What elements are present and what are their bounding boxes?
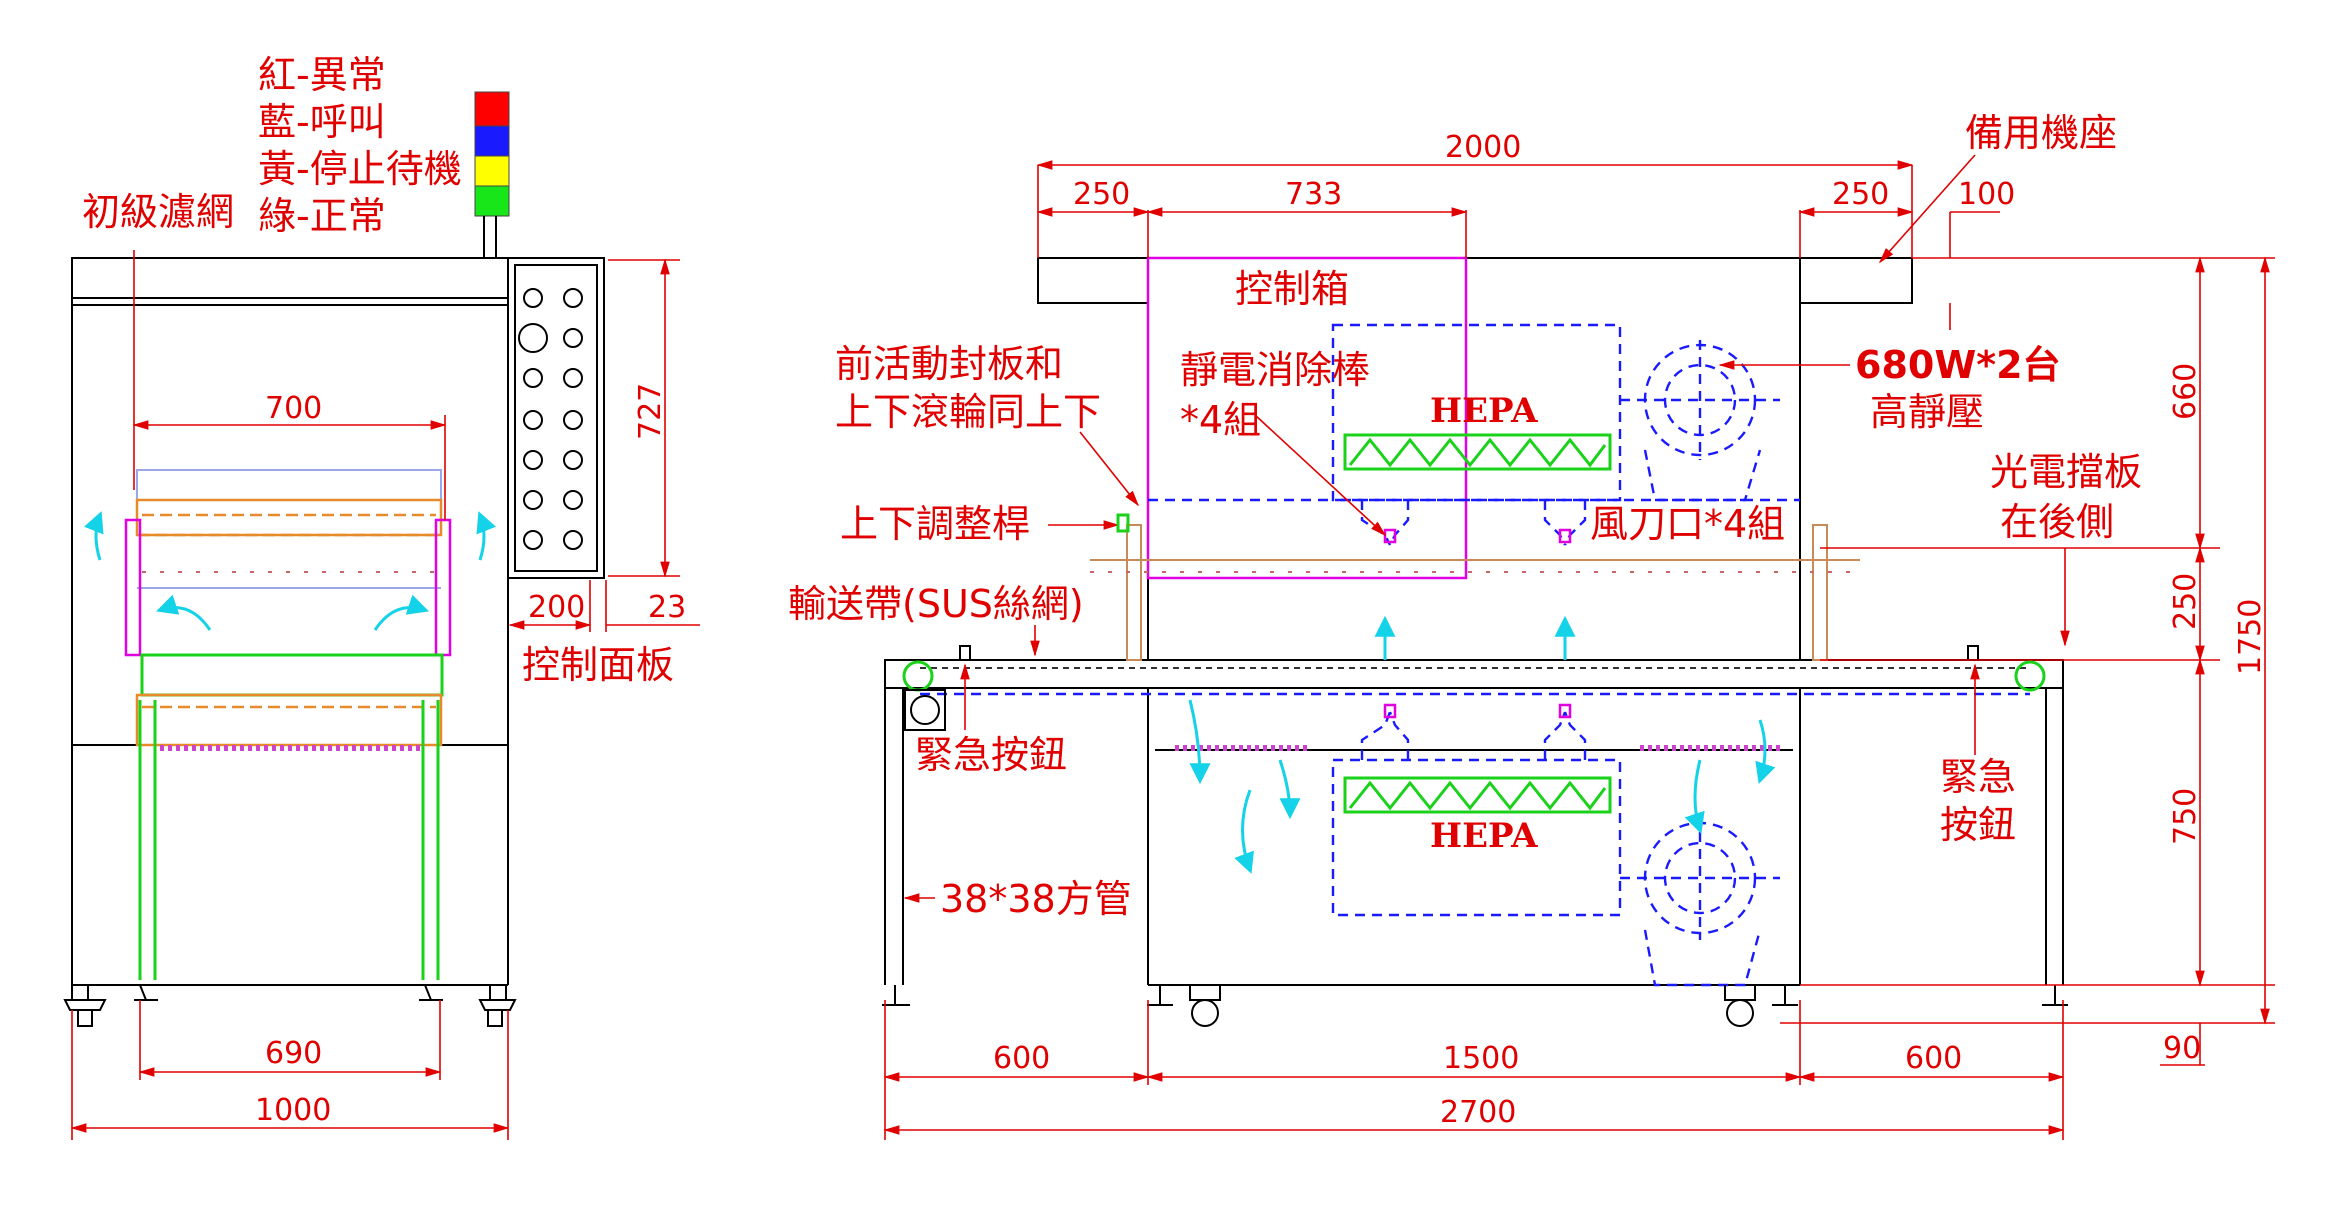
fan-label-1: 680W*2台 <box>1855 343 2061 387</box>
legend-red-label: 紅-異常 <box>258 53 386 97</box>
panel-button-icon <box>523 368 543 388</box>
side-internals <box>84 250 496 980</box>
control-panel-label: 控制面板 <box>522 643 674 687</box>
lamp-yellow <box>474 155 510 187</box>
dim-600-left: 600 <box>993 1041 1050 1076</box>
panel-button-icon <box>563 490 583 510</box>
dim-690: 690 <box>265 1036 322 1071</box>
adjust-rod-label: 上下調整桿 <box>840 502 1030 546</box>
side-view: 紅-異常 藍-呼叫 黃-停止待機 綠-正常 <box>63 53 700 1140</box>
front-view: 控制箱 備用機座 前活動封板和 上下滾輪同上下 靜電消除棒 *4組 680W*2… <box>788 111 2275 1140</box>
panel-button-icon <box>563 288 583 308</box>
panel-button-icon <box>523 288 543 308</box>
dim-1000: 1000 <box>255 1093 331 1128</box>
panel-button-icon <box>563 530 583 550</box>
side-cabinet <box>71 257 509 986</box>
estop-right-label-2: 按鈕 <box>1940 803 2016 847</box>
tube-label: 38*38方管 <box>940 877 1132 921</box>
spare-base-label: 備用機座 <box>1965 111 2117 155</box>
signal-tower-icon <box>474 91 510 258</box>
panel-button-icon <box>563 410 583 430</box>
panel-button-icon <box>563 328 583 348</box>
dim-250-left: 250 <box>1073 177 1130 212</box>
dim-23: 23 <box>648 590 686 625</box>
panel-button-icon <box>563 368 583 388</box>
front-body <box>884 256 2064 986</box>
airflow-arrows <box>1188 615 1776 874</box>
side-dims: 700 727 200 23 690 1000 <box>70 258 700 1140</box>
dim-250-vertical: 250 <box>2168 573 2203 630</box>
dim-750: 750 <box>2168 788 2203 845</box>
photo-sensor-label-2: 在後側 <box>2000 500 2114 544</box>
dim-1500: 1500 <box>1443 1041 1519 1076</box>
front-panel-label-2: 上下滾輪同上下 <box>835 390 1101 434</box>
legend-yellow-label: 黃-停止待機 <box>258 147 462 191</box>
dim-200: 200 <box>528 590 585 625</box>
control-panel <box>507 257 605 579</box>
legend-blue-label: 藍-呼叫 <box>258 100 386 144</box>
dim-250-right: 250 <box>1832 177 1889 212</box>
panel-button-icon <box>523 410 543 430</box>
photo-sensor-label-1: 光電擋板 <box>1990 450 2142 494</box>
dim-733: 733 <box>1285 177 1342 212</box>
hepa-top-label: HEPA <box>1430 391 1538 431</box>
lamp-green <box>474 185 510 217</box>
dim-90: 90 <box>2163 1031 2201 1066</box>
side-feet <box>63 984 517 1027</box>
panel-button-icon <box>523 450 543 470</box>
legend-green-label: 綠-正常 <box>258 194 386 238</box>
panel-button-icon <box>518 323 548 353</box>
dim-660: 660 <box>2168 363 2203 420</box>
lamp-red <box>474 91 510 127</box>
conveyor-label: 輸送帶(SUS絲網) <box>788 582 1084 626</box>
lamp-blue <box>474 125 510 157</box>
hepa-bottom-unit <box>1175 703 1780 987</box>
dim-2700: 2700 <box>1440 1095 1516 1130</box>
dim-700: 700 <box>265 391 322 426</box>
dim-100: 100 <box>1958 177 2015 212</box>
front-wheels <box>882 645 2068 1027</box>
dim-600-right: 600 <box>1905 1041 1962 1076</box>
front-panel-label-1: 前活動封板和 <box>835 342 1063 386</box>
estop-right-label-1: 緊急 <box>1940 755 2016 799</box>
dim-727: 727 <box>633 383 668 440</box>
dim-2000: 2000 <box>1445 130 1521 165</box>
control-box-label: 控制箱 <box>1235 267 1349 311</box>
hepa-top-unit <box>1331 323 1780 546</box>
front-dims: 2000 250 733 250 100 660 250 750 1750 <box>883 130 2275 1140</box>
panel-button-icon <box>523 490 543 510</box>
panel-button-icon <box>563 450 583 470</box>
static-bar-label-1: 靜電消除棒 <box>1180 348 1370 392</box>
static-bar-label-2: *4組 <box>1180 398 1261 442</box>
air-knife-label: 風刀口*4組 <box>1590 502 1785 546</box>
estop-left-label: 緊急按鈕 <box>915 733 1067 777</box>
panel-button-icon <box>523 530 543 550</box>
dim-1750: 1750 <box>2233 599 2268 675</box>
hepa-bottom-label: HEPA <box>1430 816 1538 856</box>
fan-label-2: 高靜壓 <box>1870 390 1984 434</box>
filter-label: 初級濾網 <box>82 190 234 234</box>
